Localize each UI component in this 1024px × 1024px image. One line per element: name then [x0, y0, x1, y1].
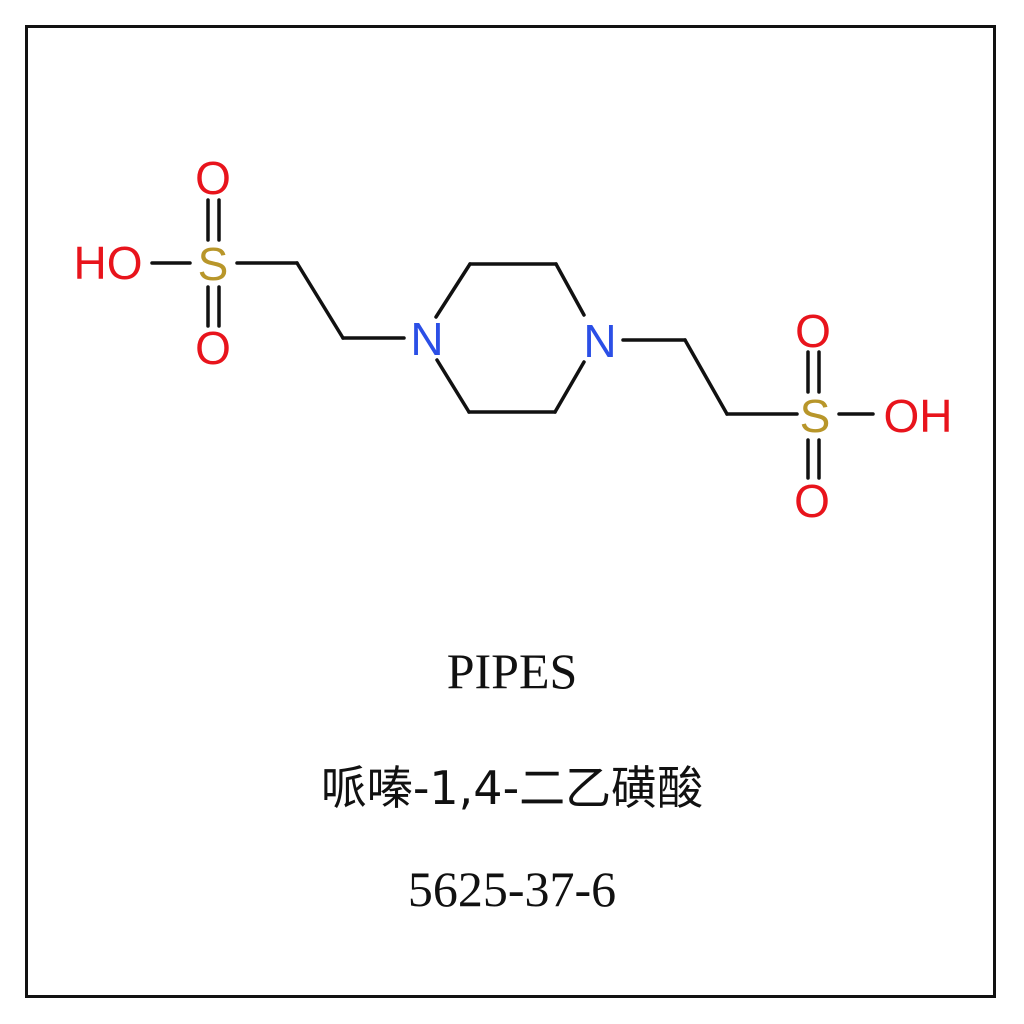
- oxygen-atom-right-top: O: [795, 305, 831, 357]
- hydroxyl-left: HO: [74, 237, 143, 289]
- cas-number: 5625-37-6: [407, 861, 617, 917]
- oxygen-atom-right-bottom: O: [794, 475, 830, 527]
- figure-frame: [25, 25, 996, 998]
- bonds: [150, 198, 875, 480]
- compound-abbreviation: PIPES: [446, 643, 578, 699]
- nitrogen-atom-1: N: [410, 313, 443, 365]
- oxygen-atom-left-top: O: [195, 152, 231, 204]
- hydroxyl-right: OH: [884, 390, 953, 442]
- oxygen-atom-left-bottom: O: [195, 322, 231, 374]
- nitrogen-atom-4: N: [583, 315, 616, 367]
- sulfur-atom-left: S: [198, 238, 229, 290]
- sulfur-atom-right: S: [800, 390, 831, 442]
- compound-chinese-name: 哌嗪-1,4-二乙磺酸: [320, 761, 704, 815]
